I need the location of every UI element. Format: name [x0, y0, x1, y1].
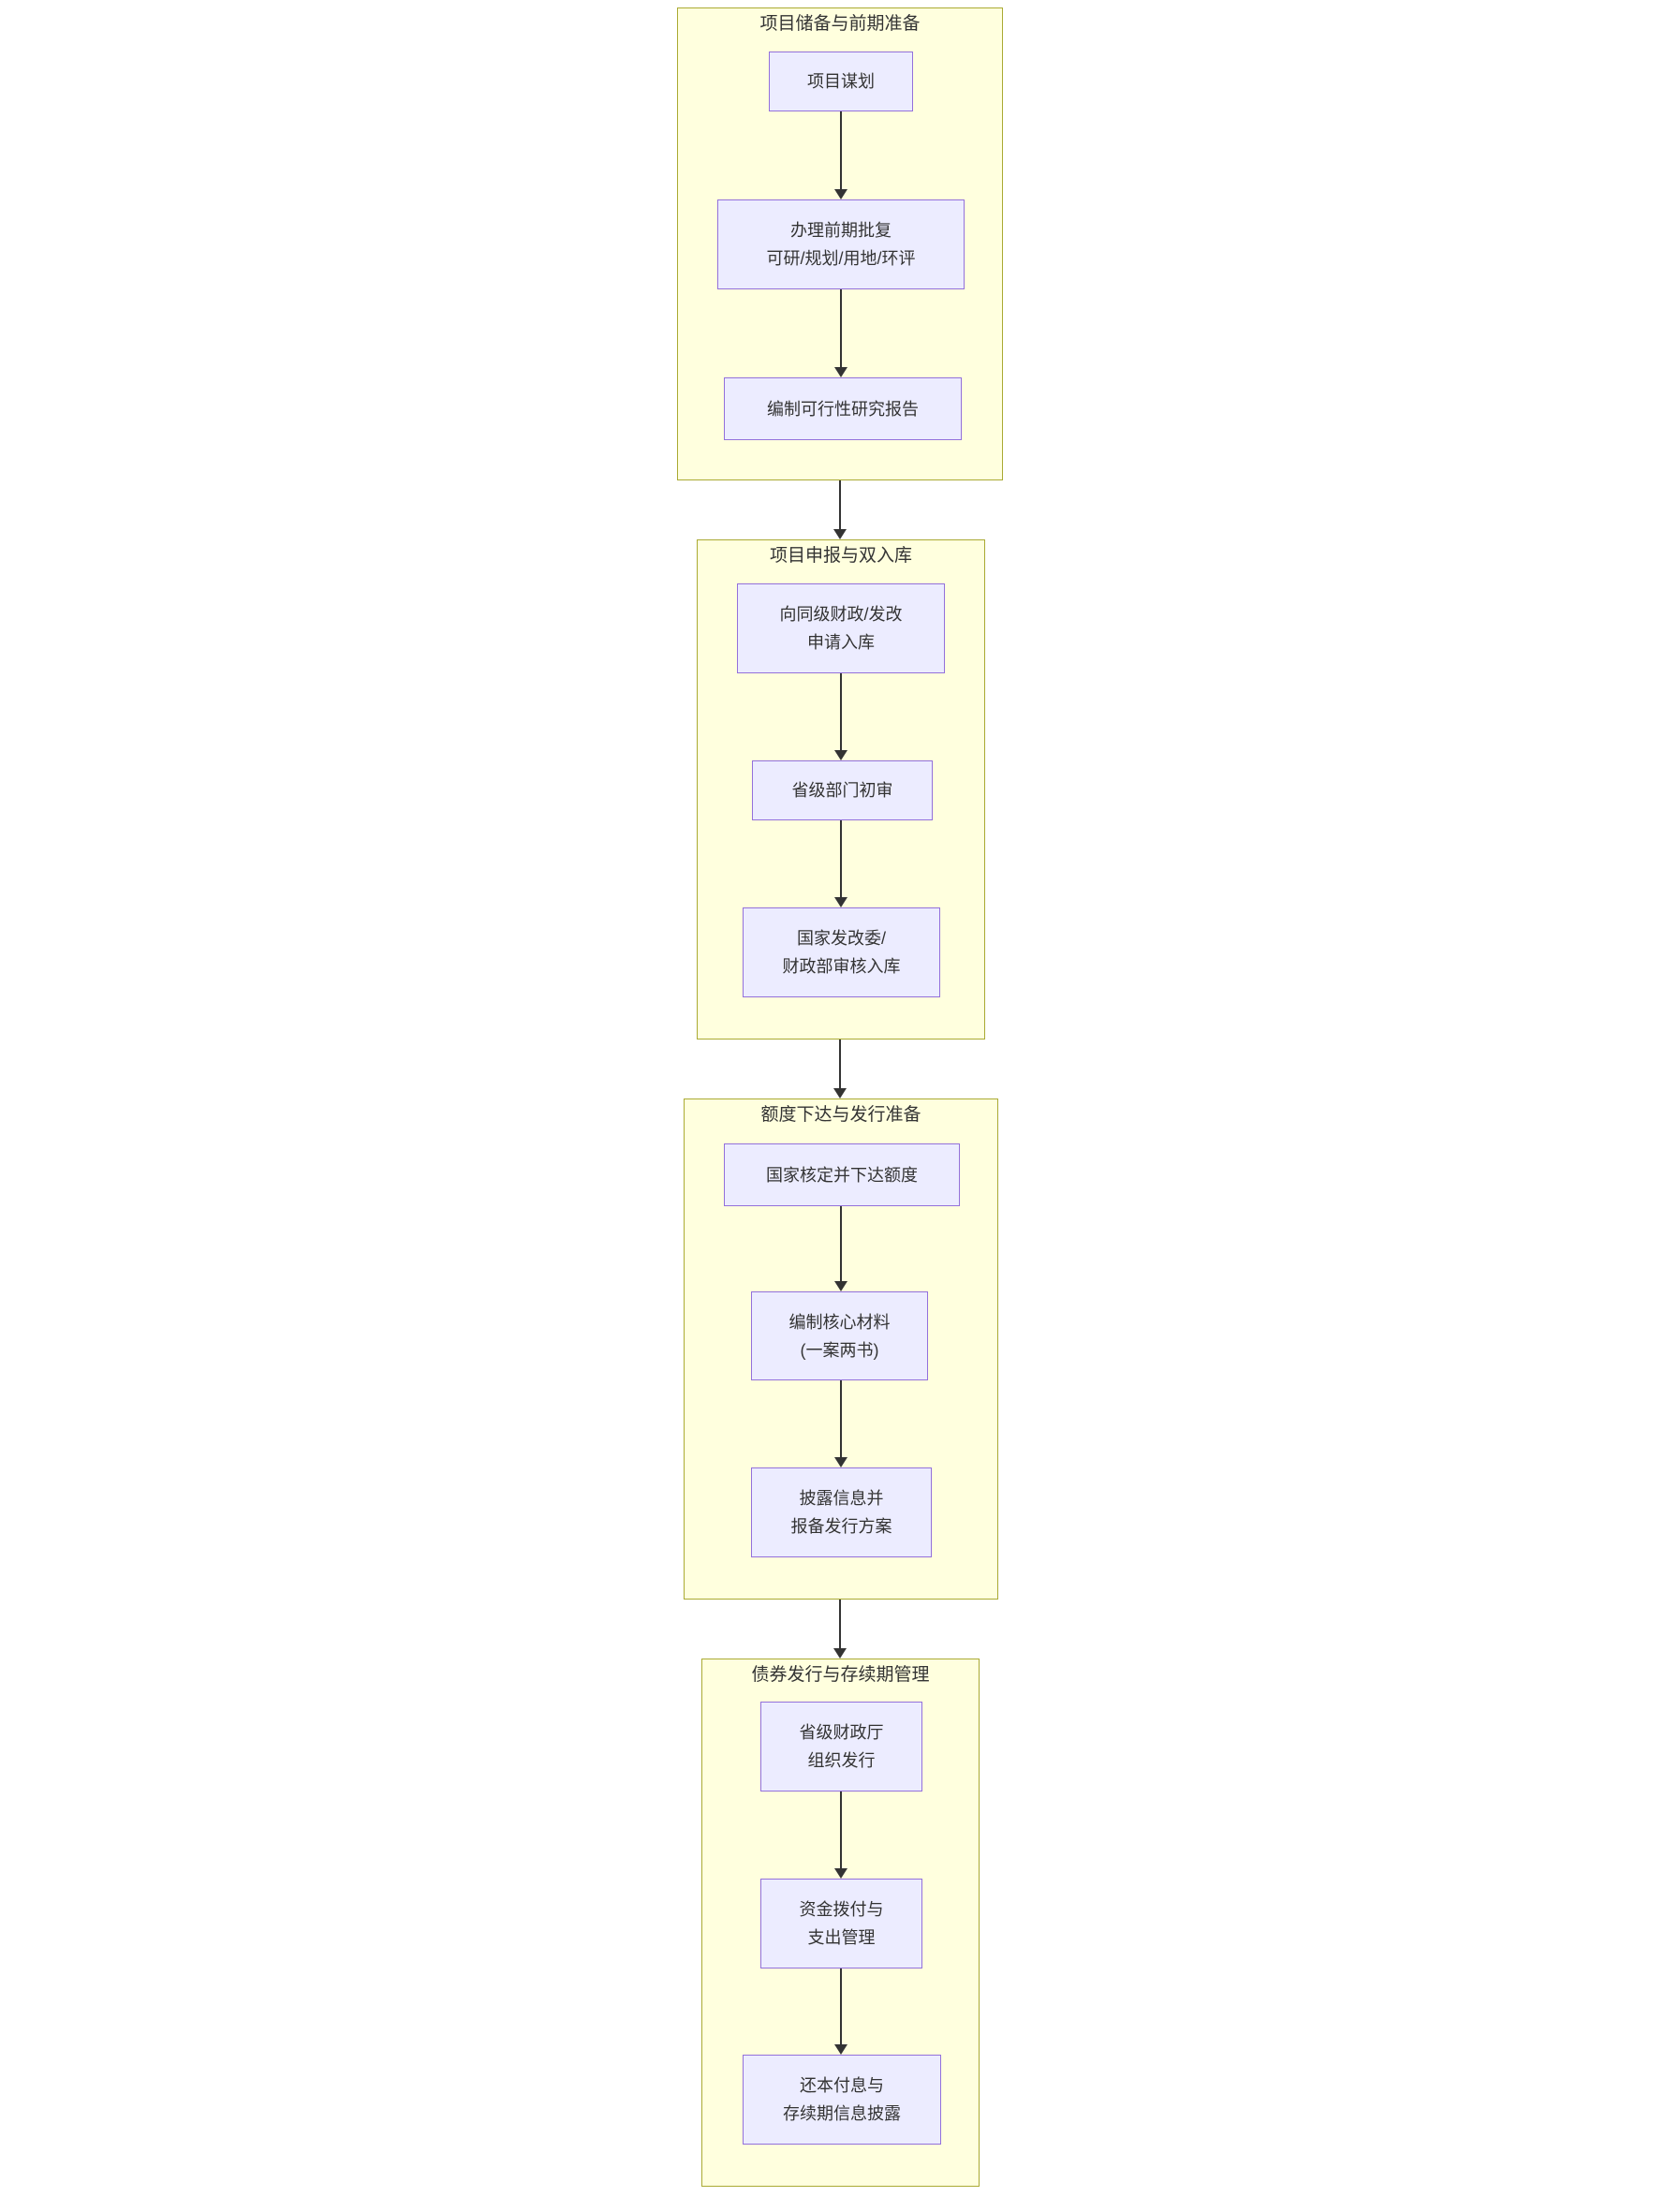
node-label: 组织发行 — [807, 1751, 876, 1770]
subgraph-title: 项目申报与双入库 — [769, 546, 912, 566]
node-disclosure-filing-plan: 披露信息并 报备发行方案 — [751, 1467, 932, 1557]
node-label: 编制可行性研究报告 — [767, 399, 919, 419]
node-label: 国家核定并下达额度 — [766, 1165, 918, 1185]
subgraph-project-reserve-preparation: 项目储备与前期准备 项目谋划 办理前期批复 可研/规划/用地/环评 编制可行性研… — [677, 7, 1003, 480]
node-label: 可研/规划/用地/环评 — [766, 249, 916, 268]
arrow-down-icon — [833, 1968, 848, 2055]
node-label: 申请入库 — [807, 633, 875, 652]
node-repayment-duration-disclosure: 还本付息与 存续期信息披露 — [743, 2055, 941, 2145]
node-label: 财政部审核入库 — [782, 957, 901, 976]
subgraph-title: 额度下达与发行准备 — [760, 1105, 921, 1125]
node-label: 省级财政厅 — [799, 1723, 884, 1742]
subgraph-title: 项目储备与前期准备 — [759, 14, 921, 34]
node-label: 还本付息与 — [800, 2076, 884, 2095]
node-feasibility-report: 编制可行性研究报告 — [724, 377, 962, 440]
node-label: 编制核心材料 — [788, 1312, 891, 1332]
subgraph-project-declaration-warehousing: 项目申报与双入库 向同级财政/发改 申请入库 省级部门初审 国家发改委/ 财政部… — [697, 539, 985, 1040]
arrow-down-icon — [833, 111, 848, 199]
node-label: 办理前期批复 — [790, 221, 892, 240]
node-preliminary-approvals: 办理前期批复 可研/规划/用地/环评 — [717, 199, 965, 289]
node-label: 存续期信息披露 — [783, 2104, 901, 2123]
arrow-down-icon — [833, 820, 848, 907]
arrow-down-icon — [833, 673, 848, 760]
node-project-planning: 项目谋划 — [769, 52, 913, 111]
node-label: 披露信息并 — [799, 1489, 884, 1508]
arrow-down-icon — [833, 289, 848, 377]
node-label: 省级部门初审 — [791, 781, 893, 800]
node-provincial-preliminary-review: 省级部门初审 — [752, 760, 933, 820]
subgraph-bond-issuance-duration-management: 债券发行与存续期管理 省级财政厅 组织发行 资金拨付与 支出管理 还本付息与 存… — [701, 1659, 980, 2187]
arrow-down-icon — [833, 1206, 848, 1291]
node-apply-warehousing: 向同级财政/发改 申请入库 — [737, 583, 945, 673]
node-national-review-warehousing: 国家发改委/ 财政部审核入库 — [743, 907, 940, 997]
node-fund-allocation-expenditure: 资金拨付与 支出管理 — [760, 1879, 922, 1968]
subgraph-quota-issuance-preparation: 额度下达与发行准备 国家核定并下达额度 编制核心材料 (一案两书) 披露信息并 … — [684, 1098, 998, 1600]
arrow-down-icon — [833, 1792, 848, 1879]
node-label: 支出管理 — [807, 1928, 876, 1947]
node-core-materials: 编制核心材料 (一案两书) — [751, 1291, 928, 1380]
subgraph-title: 债券发行与存续期管理 — [751, 1665, 930, 1685]
node-label: 项目谋划 — [807, 72, 875, 91]
node-label: 资金拨付与 — [799, 1900, 884, 1919]
arrow-down-icon — [833, 1380, 848, 1467]
node-label: 报备发行方案 — [790, 1517, 892, 1536]
node-label: (一案两书) — [800, 1340, 879, 1360]
arrow-down-icon — [833, 1040, 847, 1098]
node-label: 向同级财政/发改 — [779, 605, 903, 624]
node-national-quota-issuance: 国家核定并下达额度 — [724, 1143, 960, 1206]
node-provincial-organized-issuance: 省级财政厅 组织发行 — [760, 1702, 922, 1792]
node-label: 国家发改委/ — [796, 929, 886, 948]
arrow-down-icon — [833, 480, 847, 539]
arrow-down-icon — [833, 1600, 847, 1659]
